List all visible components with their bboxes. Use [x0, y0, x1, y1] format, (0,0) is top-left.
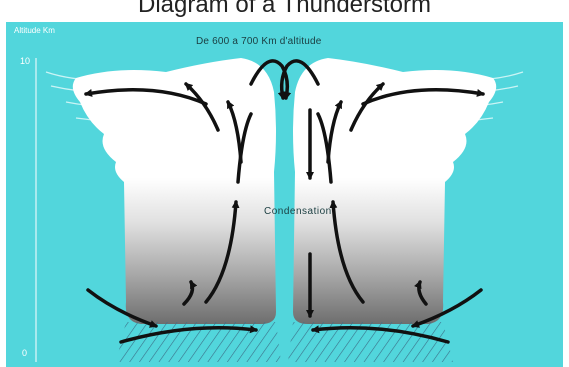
diagram-panel: Altitude Km 10 0 De 600 a 700 Km d'altit…: [6, 22, 563, 367]
caption-strip: Diagram of a Thunderstorm: [0, 0, 569, 22]
thunderstorm-diagram: [6, 22, 563, 367]
axis-title: Altitude Km: [14, 26, 55, 35]
tick-bottom: 0: [22, 348, 27, 358]
figure-caption: Diagram of a Thunderstorm: [0, 0, 569, 19]
right-cloud: [293, 58, 496, 324]
altitude-label: De 600 a 700 Km d'altitude: [196, 36, 322, 47]
left-cloud: [73, 58, 276, 324]
tick-top: 10: [20, 56, 30, 66]
condensation-label: Condensation: [264, 206, 332, 217]
